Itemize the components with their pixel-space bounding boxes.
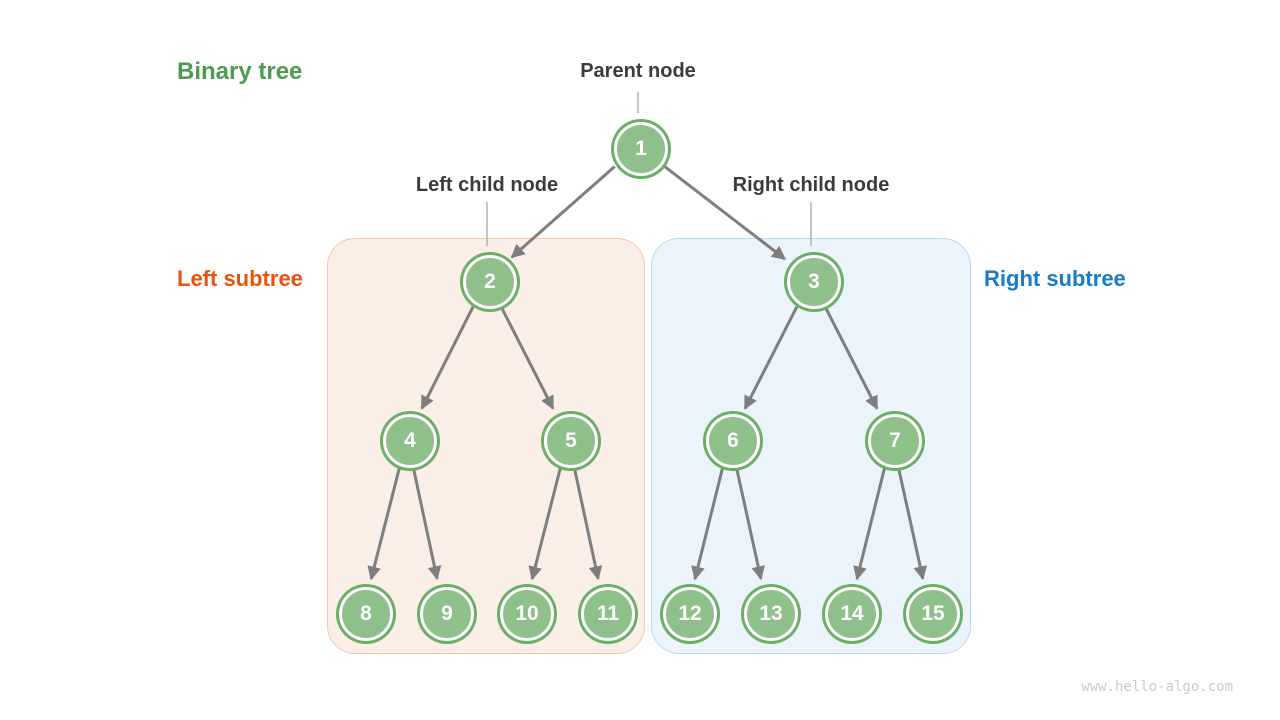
tree-node-value: 4 xyxy=(404,429,416,452)
tree-node: 10 xyxy=(500,587,554,641)
tree-node-value: 13 xyxy=(759,602,783,625)
tree-node-value: 9 xyxy=(441,602,453,625)
tree-node: 13 xyxy=(744,587,798,641)
tree-node: 11 xyxy=(581,587,635,641)
right-subtree-label: Right subtree xyxy=(984,266,1126,291)
tree-node-value: 7 xyxy=(889,429,901,452)
tree-node: 8 xyxy=(339,587,393,641)
left-child-node-label: Left child node xyxy=(415,174,559,196)
parent-node-label: Parent node xyxy=(580,60,696,82)
right-child-node-label: Right child node xyxy=(732,174,890,196)
tree-node-value: 8 xyxy=(360,602,372,625)
tree-node: 4 xyxy=(383,414,437,468)
tree-node: 2 xyxy=(463,255,517,309)
tree-node-value: 1 xyxy=(635,137,647,160)
tree-node: 3 xyxy=(787,255,841,309)
tree-node-value: 6 xyxy=(727,429,739,452)
tree-node-value: 11 xyxy=(596,602,620,625)
watermark: www.hello-algo.com xyxy=(1081,679,1233,695)
tree-node-value: 2 xyxy=(484,270,496,293)
tree-node: 14 xyxy=(825,587,879,641)
tree-node-value: 3 xyxy=(808,270,820,293)
tree-node: 12 xyxy=(663,587,717,641)
tree-node: 5 xyxy=(544,414,598,468)
tree-node-value: 15 xyxy=(921,602,945,625)
tree-node-value: 5 xyxy=(565,429,577,452)
tree-node: 1 xyxy=(614,122,668,176)
tree-node-value: 12 xyxy=(678,602,702,625)
tree-node-value: 14 xyxy=(840,602,864,625)
tree-node-value: 10 xyxy=(515,602,539,625)
tree-node: 6 xyxy=(706,414,760,468)
tree-node: 7 xyxy=(868,414,922,468)
tree-node: 9 xyxy=(420,587,474,641)
left-subtree-label: Left subtree xyxy=(177,266,303,291)
diagram-title: Binary tree xyxy=(177,58,303,85)
tree-node: 15 xyxy=(906,587,960,641)
